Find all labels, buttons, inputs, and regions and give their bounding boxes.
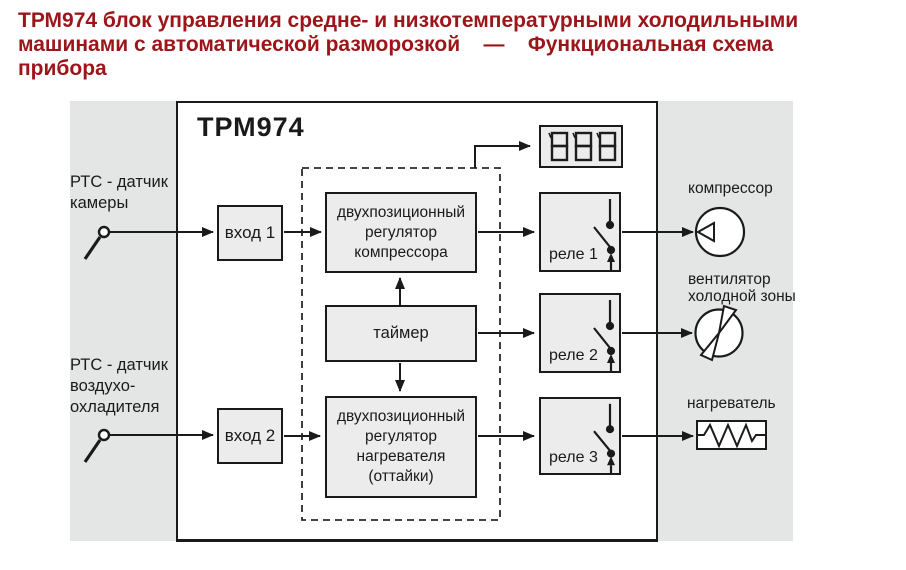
sensor-aircooler-label-line3: охладителя [70, 398, 160, 416]
left-sensor-band [70, 101, 176, 541]
relay-3-label: реле 3 [549, 449, 598, 466]
heater-output-label: нагреватель [687, 395, 776, 412]
input-1-label: вход 1 [224, 223, 276, 242]
relay-3-box: реле 3 [539, 397, 621, 475]
heater-regulator-line2: регулятор [365, 428, 437, 445]
page-title-line-3: прибора [18, 57, 107, 80]
relay-2-label: реле 2 [549, 347, 598, 364]
device-label: ТРМ974 [197, 112, 305, 142]
sensor-chamber-label-line1: РТС - датчик [70, 173, 168, 191]
page-title-line-1: ТРМ974 блок управления средне- и низкоте… [18, 9, 799, 32]
compressor-output-label-line1: компрессор [688, 180, 773, 197]
heater-regulator-line3: нагревателя [356, 448, 446, 465]
relay-switch-icon [593, 300, 616, 372]
page-title-line-2: машинами с автоматической разморозкой — … [18, 33, 774, 56]
compressor-regulator-line2: регулятор [365, 223, 437, 241]
sensor-aircooler-label: РТС - датчик воздухо- охладителя [70, 355, 168, 418]
fan-output-label-line2: холодной зоны [688, 288, 796, 305]
relay-switch-icon [593, 199, 616, 271]
compressor-regulator-box: двухпозиционный регулятор компрессора [325, 192, 477, 273]
input-2-box: вход 2 [217, 408, 283, 464]
fan-output-label-line1: вентилятор [688, 271, 771, 288]
seven-segment-display: 888 [539, 125, 623, 168]
heater-regulator-line1: двухпозиционный [336, 408, 466, 425]
seven-segment-888-icon [548, 131, 617, 162]
relay-1-label: реле 1 [549, 246, 598, 263]
sensor-aircooler-label-line1: РТС - датчик [70, 356, 168, 374]
timer-box: таймер [325, 305, 477, 362]
relay-switch-icon [593, 403, 616, 475]
heater-regulator-line4: (оттайки) [368, 468, 434, 485]
input-2-label: вход 2 [224, 426, 276, 445]
page-title: ТРМ974 блок управления средне- и низкоте… [18, 9, 892, 81]
relay-1-box: реле 1 [539, 192, 621, 272]
compressor-regulator-line1: двухпозиционный [336, 203, 466, 221]
sensor-aircooler-label-line2: воздухо- [70, 377, 136, 395]
sensor-chamber-label: РТС - датчик камеры [70, 172, 168, 214]
compressor-regulator-line3: компрессора [354, 243, 448, 261]
heater-output-label-line1: нагреватель [687, 395, 776, 412]
compressor-output-label: компрессор [688, 180, 773, 197]
timer-label: таймер [373, 324, 429, 342]
input-1-box: вход 1 [217, 205, 283, 261]
right-output-band [658, 101, 793, 541]
fan-output-label: вентилятор холодной зоны [688, 271, 796, 305]
heater-regulator-box: двухпозиционный регулятор нагревателя (о… [325, 396, 477, 498]
relay-2-box: реле 2 [539, 293, 621, 373]
sensor-chamber-label-line2: камеры [70, 194, 129, 212]
